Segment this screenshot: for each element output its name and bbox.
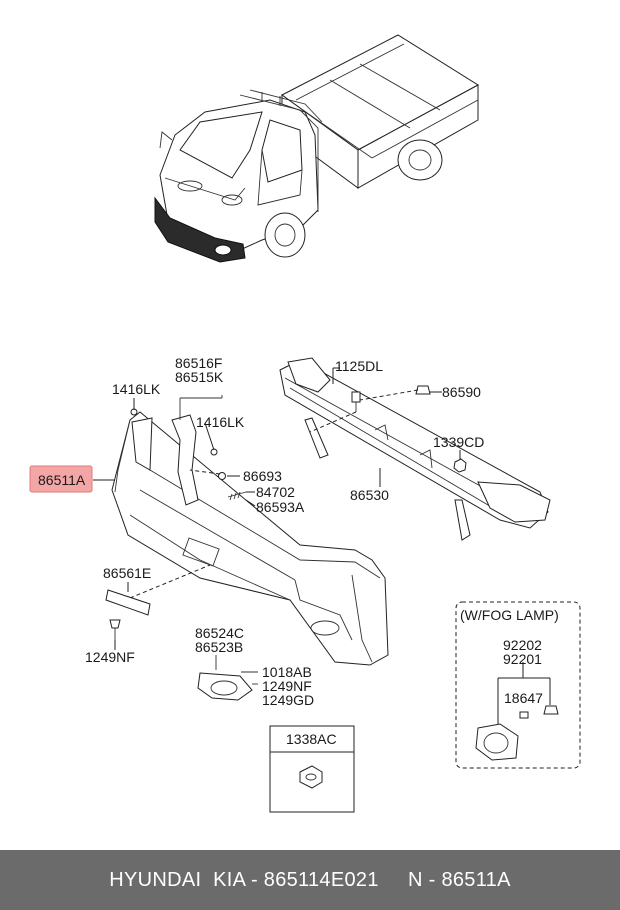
bumper-beam	[279, 357, 551, 541]
label-86515k: 86515K	[175, 369, 224, 385]
label-1249gd: 1249GD	[262, 692, 314, 708]
footer-bar: HYUNDAI KIA - 865114E021 N - 86511A	[0, 850, 620, 910]
label-86524c: 86524C	[195, 625, 244, 641]
label-86590: 86590	[442, 384, 481, 400]
license-bracket	[105, 589, 151, 616]
label-86511a: 86511A	[38, 472, 86, 488]
label-84702: 84702	[256, 484, 295, 500]
truck-illustration	[154, 34, 479, 263]
footer-part-number: HYUNDAI KIA - 865114E021	[109, 868, 379, 891]
label-86593a: 86593A	[256, 499, 305, 515]
part-box-1338ac	[269, 725, 355, 813]
fog-lamp-cover	[197, 655, 258, 701]
fog-lamp-inset	[455, 601, 581, 769]
label-1416lk-left: 1416LK	[112, 381, 161, 397]
label-fog-lamp-title: (W/FOG LAMP)	[460, 607, 559, 623]
footer-spacer	[379, 869, 408, 892]
label-86561e: 86561E	[103, 565, 151, 581]
parts-diagram: 86516F 86515K 1416LK 1416LK 86511A 86693…	[29, 34, 581, 813]
leader-lines	[93, 367, 461, 650]
label-92202: 92202	[503, 637, 542, 653]
highlight-86511a	[29, 465, 93, 493]
label-18647: 18647	[504, 690, 543, 706]
fasteners	[109, 385, 467, 640]
bumper-cover	[111, 411, 389, 666]
label-1249nf-left: 1249NF	[85, 649, 135, 665]
label-1339cd: 1339CD	[433, 434, 484, 450]
label-86523b: 86523B	[195, 639, 243, 655]
footer-reference: N - 86511A	[408, 868, 511, 891]
label-1416lk-right: 1416LK	[196, 414, 245, 430]
label-1338ac: 1338AC	[286, 731, 337, 747]
label-1125dl: 1125DL	[335, 358, 383, 374]
bumper-stay-bracket	[171, 395, 223, 506]
label-86693: 86693	[243, 468, 282, 484]
label-86530: 86530	[350, 487, 389, 503]
label-92201: 92201	[503, 651, 542, 667]
label-86516f: 86516F	[175, 355, 222, 371]
label-1249nf-right: 1249NF	[262, 678, 312, 694]
label-1018ab: 1018AB	[262, 664, 312, 680]
